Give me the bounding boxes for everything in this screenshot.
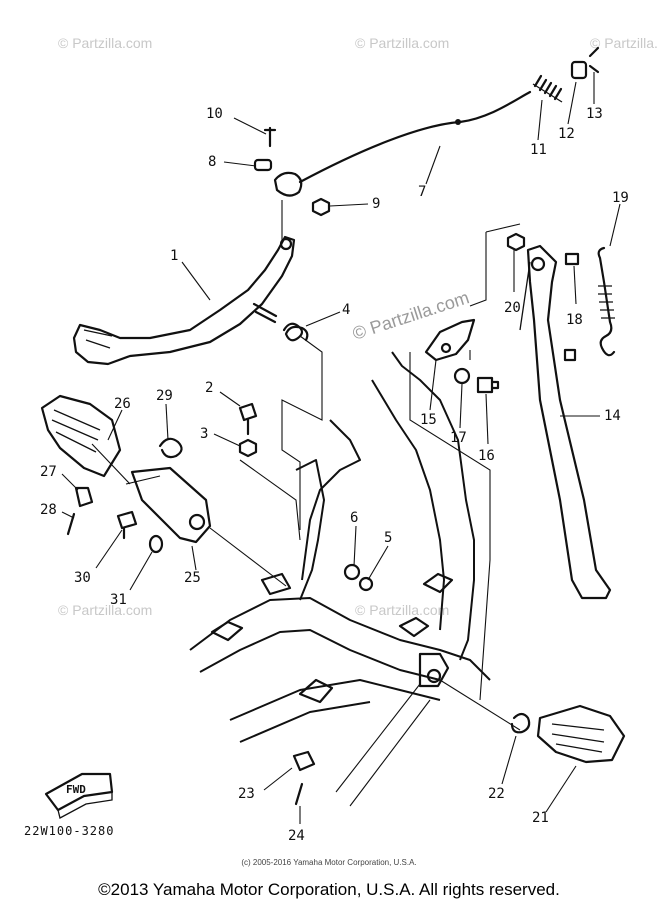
callout-17: 17 <box>450 430 467 446</box>
watermark: © Partzilla.com <box>355 602 449 618</box>
watermark: © Partzilla.com <box>590 35 658 51</box>
diagram-reference-code: 22W100-3280 <box>24 824 115 838</box>
watermark: © Partzilla.com <box>58 35 152 51</box>
callout-27: 27 <box>40 464 57 480</box>
watermark: © Partzilla.com <box>355 35 449 51</box>
callout-25: 25 <box>184 570 201 586</box>
stand-bracket <box>424 318 500 394</box>
center-small-parts <box>238 402 374 592</box>
left-footrest <box>40 394 212 544</box>
pedal-spring <box>282 322 309 342</box>
callout-12: 12 <box>558 126 575 142</box>
callout-23: 23 <box>238 786 255 802</box>
callout-24: 24 <box>288 828 305 844</box>
forward-arrow-icon: FWD <box>44 772 114 819</box>
callout-14: 14 <box>604 408 621 424</box>
callout-10: 10 <box>206 106 223 122</box>
callout-26: 26 <box>114 396 131 412</box>
stand-spring <box>597 246 616 357</box>
callout-21: 21 <box>532 810 549 826</box>
fwd-label: FWD <box>66 783 86 796</box>
callout-3: 3 <box>200 426 208 442</box>
adjust-nut <box>570 46 600 80</box>
watermark-center: © Partzilla.com <box>350 287 472 344</box>
callout-15: 15 <box>420 412 437 428</box>
callout-29: 29 <box>156 388 173 404</box>
callout-11: 11 <box>530 142 547 158</box>
brake-rod <box>298 90 532 184</box>
callout-18: 18 <box>566 312 583 328</box>
callout-2: 2 <box>205 380 213 396</box>
callout-28: 28 <box>40 502 57 518</box>
callout-20: 20 <box>504 300 521 316</box>
clevis <box>253 126 331 217</box>
callout-4: 4 <box>342 302 350 318</box>
callout-19: 19 <box>612 190 629 206</box>
callout-31: 31 <box>110 592 127 608</box>
rod-spring <box>532 74 563 103</box>
watermark: © Partzilla.com <box>58 602 152 618</box>
small-copyright: (c) 2005-2016 Yamaha Motor Corporation, … <box>241 858 417 867</box>
stand-bolts <box>506 232 580 362</box>
right-footrest <box>292 704 626 806</box>
callout-1: 1 <box>170 248 178 264</box>
brake-pedal <box>72 235 296 366</box>
callout-5: 5 <box>384 530 392 546</box>
callout-6: 6 <box>350 510 358 526</box>
callout-9: 9 <box>372 196 380 212</box>
callouts: 1 2 3 4 5 6 7 8 9 10 11 12 13 14 15 16 1… <box>40 72 629 844</box>
side-stand <box>519 244 612 600</box>
callout-8: 8 <box>208 154 216 170</box>
callout-7: 7 <box>418 184 426 200</box>
callout-30: 30 <box>74 570 91 586</box>
left-small-parts <box>66 486 164 554</box>
callout-16: 16 <box>478 448 495 464</box>
copyright-footer: ©2013 Yamaha Motor Corporation, U.S.A. A… <box>98 880 560 899</box>
assembly-lines <box>91 200 521 807</box>
callout-22: 22 <box>488 786 505 802</box>
callout-13: 13 <box>586 106 603 122</box>
